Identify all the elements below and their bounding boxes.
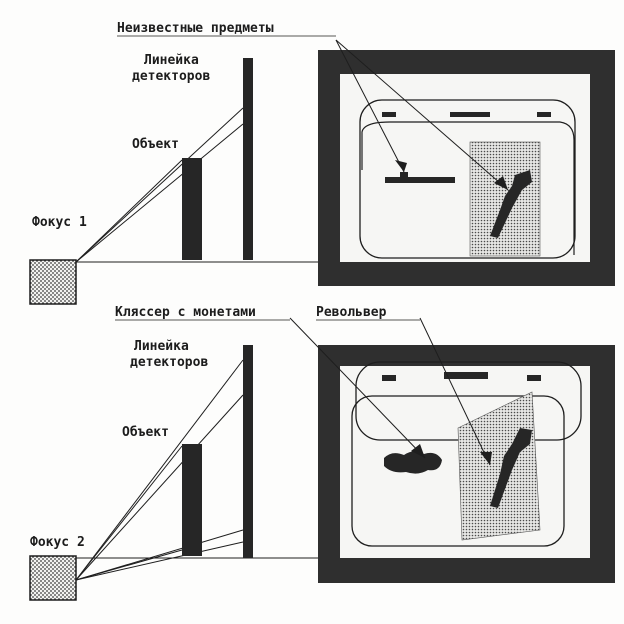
revolver-shape-top — [490, 170, 532, 238]
coin-album-shape — [384, 451, 442, 474]
detector-line-top — [243, 58, 253, 260]
scheme-bottom: Кляссер с монетами Револьвер Линейка дет… — [29, 305, 615, 601]
detector-line-bottom — [243, 345, 253, 558]
beam-ray — [75, 359, 244, 581]
label-detector-line-bottom-2: детекторов — [130, 355, 208, 370]
beam-ray — [75, 107, 244, 263]
object-bottom — [182, 444, 202, 556]
label-detector-line-bottom-1: Линейка — [134, 339, 189, 354]
beam-ray — [75, 394, 244, 581]
beam-ray — [75, 123, 244, 263]
label-revolver: Револьвер — [316, 305, 387, 320]
label-detector-line-top-1: Линейка — [144, 53, 199, 68]
beam-ray — [75, 549, 183, 581]
beam-ray — [75, 445, 183, 581]
focus-1-source — [29, 259, 77, 305]
beam-ray — [75, 541, 244, 581]
object-top — [182, 158, 202, 260]
label-object-top: Объект — [132, 137, 179, 152]
revolver-shape-bottom — [490, 428, 532, 508]
label-object-bottom: Объект — [122, 425, 169, 440]
label-unknown-items: Неизвестные предметы — [117, 21, 274, 36]
label-focus-2: Фокус 2 — [30, 535, 85, 550]
label-detector-line-top-2: детекторов — [132, 69, 210, 84]
label-coin-album: Кляссер с монетами — [115, 305, 256, 320]
focus-2-source — [29, 555, 77, 601]
label-focus-1: Фокус 1 — [32, 215, 87, 230]
screen-bottom — [289, 317, 615, 583]
scheme-top: Неизвестные предметы Линейка детекторов … — [29, 21, 615, 305]
screen-top — [318, 39, 615, 286]
beam-ray — [75, 159, 183, 263]
